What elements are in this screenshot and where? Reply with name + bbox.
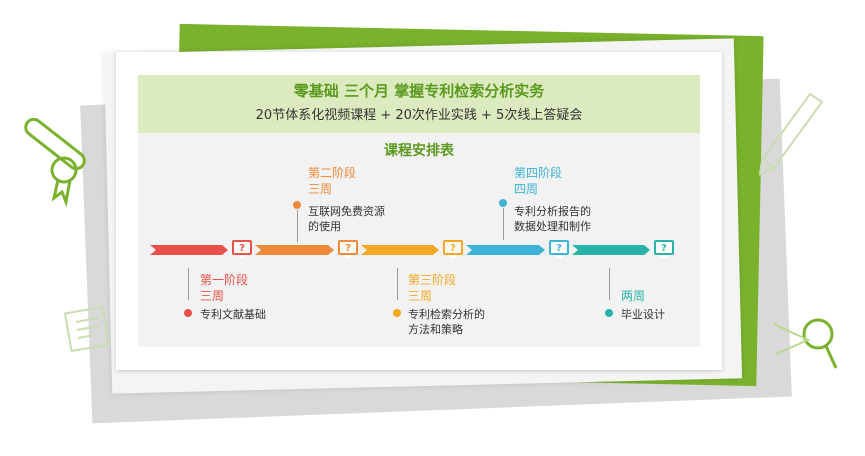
header-band (138, 75, 700, 133)
timeline-segment-1 (150, 245, 228, 255)
stage-4-connector (503, 208, 504, 240)
stage-2-desc-line1: 互联网免费资源 (308, 205, 385, 218)
sticky-note-icon (63, 305, 111, 353)
monitor-question-icon: ? (443, 240, 463, 258)
stage-4-title: 第四阶段 (514, 166, 563, 180)
pencil-icon (758, 92, 824, 176)
magnifier-icon (773, 318, 838, 369)
stage-3-connector (397, 268, 398, 300)
monitor-question-icon: ? (232, 240, 252, 258)
course-subline: 20节体系化视频课程 + 20次作业实践 + 5次线上答疑会 (255, 108, 583, 123)
stage-1-desc: 专利文献基础 (200, 308, 266, 321)
stage-4-dot (499, 199, 507, 207)
stage-1-connector (188, 268, 189, 300)
stage-1-duration: 三周 (200, 289, 225, 303)
stage-5-dot (605, 309, 613, 317)
monitor-question-icon: ? (654, 240, 674, 258)
stage-3-desc-line2: 方法和策略 (408, 323, 463, 336)
timeline-segment-5 (572, 245, 650, 255)
stage-3-desc-line1: 专利检索分析的 (408, 308, 485, 321)
stage-2-duration: 三周 (308, 182, 333, 196)
stage-2-connector (297, 210, 298, 242)
stage-2-dot (293, 201, 301, 209)
diploma-scroll-icon (24, 118, 86, 208)
schedule-title: 课程安排表 (384, 143, 454, 159)
stage-5-desc: 毕业设计 (621, 308, 665, 321)
stage-3-title: 第三阶段 (408, 273, 457, 287)
stage-2-desc-line2: 的使用 (308, 220, 341, 233)
stage-4-duration: 四周 (514, 182, 539, 196)
stage-1-title: 第一阶段 (200, 273, 249, 287)
timeline-segment-3 (361, 245, 439, 255)
stage-3-duration: 三周 (408, 289, 433, 303)
stage-4-desc-line1: 专利分析报告的 (514, 205, 591, 218)
stage-4-desc-line2: 数据处理和制作 (514, 220, 591, 233)
stage-1-dot (184, 309, 192, 317)
stage-2-title: 第二阶段 (308, 166, 357, 180)
monitor-question-icon: ? (338, 240, 358, 258)
stage-5-duration: 两周 (621, 289, 646, 303)
timeline-segment-4 (466, 245, 545, 255)
course-headline: 零基础 三个月 掌握专利检索分析实务 (293, 82, 545, 100)
monitor-question-icon: ? (549, 240, 569, 258)
stage-5-connector (609, 268, 610, 300)
timeline-segment-2 (255, 245, 334, 255)
stage-3-dot (393, 309, 401, 317)
